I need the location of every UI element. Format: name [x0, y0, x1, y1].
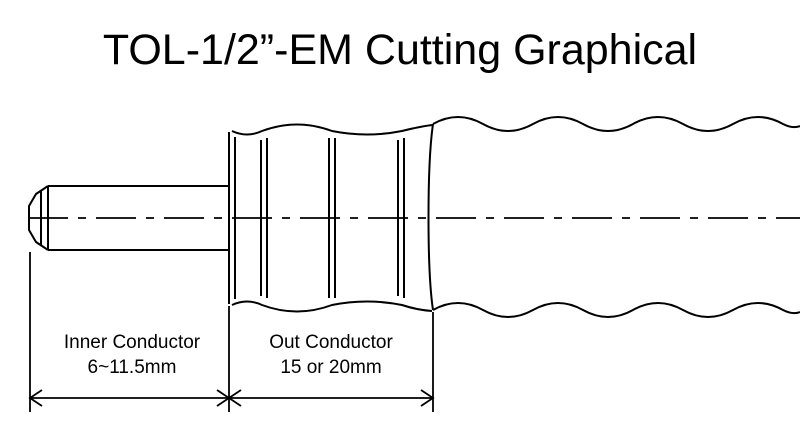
dimension-line-outer [227, 389, 435, 407]
jacket-left-edge [427, 123, 434, 311]
dimension-line-inner [28, 389, 231, 407]
inner-conductor-value: 6~11.5mm [88, 357, 177, 378]
outer-conductor-top [231, 123, 433, 136]
diagram-title: TOL-1/2”-EM Cutting Graphical [102, 26, 698, 74]
jacket-bottom-edge [432, 302, 800, 318]
extension-lines [29, 252, 434, 412]
jacket-top-edge [432, 116, 800, 132]
inner-conductor-label: Inner Conductor [64, 332, 201, 353]
outer-conductor-bottom [231, 300, 433, 313]
outer-conductor-label: Out Conductor [269, 332, 393, 353]
outer-conductor-value: 15 or 20mm [280, 357, 381, 378]
cable-jacket [427, 116, 800, 318]
